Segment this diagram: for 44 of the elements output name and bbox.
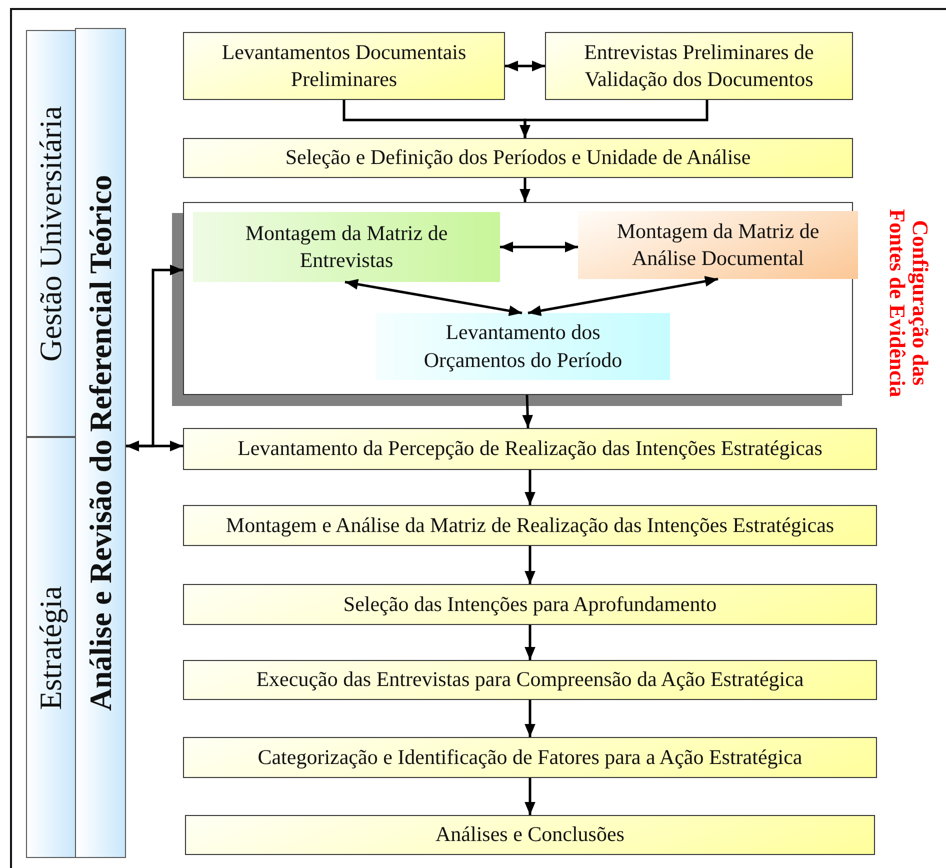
arrow: [522, 394, 534, 428]
arrow: [500, 242, 578, 252]
band-label: Análise e Revisão do Referencial Teórico: [82, 175, 118, 711]
box-label: Levantamentos Documentais Preliminares: [220, 38, 468, 93]
side-heading: Configuração das Fontes de Evidência: [886, 208, 932, 400]
arrow: [524, 625, 536, 660]
band-label: Gestão Universitária: [33, 106, 69, 362]
arrow: [126, 440, 183, 452]
box-label: Montagem da Matriz de Análise Documental: [616, 218, 820, 272]
box-label: Montagem e Análise da Matriz de Realização das Intenções Estratégicas: [224, 512, 836, 539]
box-label: Categorização e Identificação de Fatores para a Ação Estratégica: [256, 744, 804, 771]
process-box: [183, 737, 877, 778]
arrow: [524, 700, 536, 737]
process-box: [183, 32, 505, 100]
process-box: [193, 212, 500, 282]
process-box: [578, 211, 858, 279]
box-label: Seleção e Definição dos Períodos e Unidade de Análise: [284, 144, 752, 172]
band-label: Estratégia: [33, 586, 69, 710]
process-box: [185, 815, 875, 855]
process-box: [183, 428, 877, 470]
arrow: [520, 178, 530, 202]
box-label: Seleção das Intenções para Aprofundamento: [342, 590, 718, 618]
arrow: [520, 100, 708, 138]
process-box: [183, 584, 877, 625]
box-label: Entrevistas Preliminares de Validação dos Documentos: [583, 38, 815, 93]
side-band: [26, 437, 76, 858]
box-label: Execução das Entrevistas para Compreensão da Ação Estratégica: [255, 666, 805, 694]
process-box: [376, 313, 670, 380]
arrow: [505, 60, 545, 72]
arrow: [524, 778, 536, 815]
arrow: [528, 276, 718, 316]
box-label: Montagem da Matriz de Entrevistas: [244, 220, 449, 274]
box-label: Análises e Conclusões: [434, 821, 626, 848]
process-box: [183, 505, 877, 546]
box-label: Levantamento da Percepção de Realização das Intenções Estratégicas: [236, 435, 824, 462]
side-band: [26, 30, 76, 437]
process-box: [545, 32, 853, 100]
arrow: [344, 278, 522, 316]
box-label: Levantamento dos Orçamentos do Período: [422, 319, 624, 374]
side-band: [75, 28, 126, 858]
process-box: [183, 660, 877, 700]
arrow: [524, 470, 536, 505]
arrow: [524, 546, 536, 584]
process-box: [183, 138, 853, 178]
